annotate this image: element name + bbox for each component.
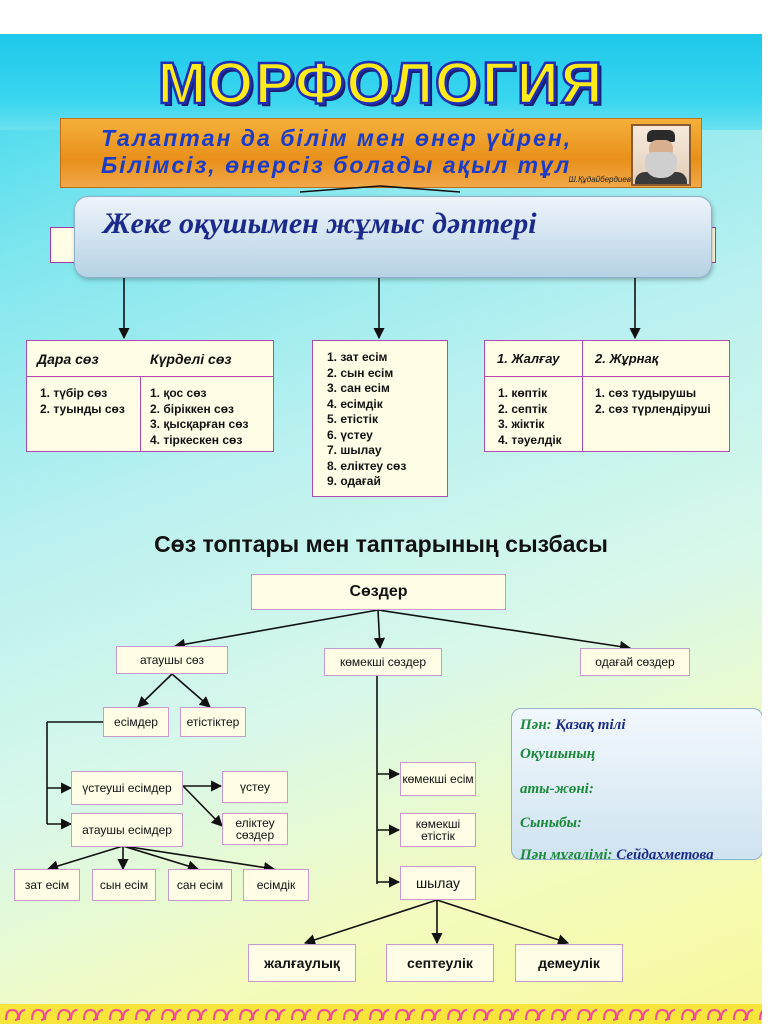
ornament-motif [603,1008,624,1021]
ending-list: 1. көптік 2. септік 3. жіктік 4. тәуелді… [498,386,562,447]
ornament-motif [395,1008,416,1021]
node-pronoun: есімдік [243,869,309,901]
arrow-to-numeral [122,845,200,872]
node-nominals: есімдер [103,707,169,737]
suffix-header: 2. Жұрнақ [595,351,659,366]
ornament-motif [525,1008,546,1021]
ornament-motif [551,1008,572,1021]
arrow-to-pronoun [122,845,276,874]
ornament-motif [655,1008,676,1021]
node-onomatopoeia: еліктеу сөздер [222,813,288,845]
ornament-motif [57,1008,78,1021]
ornament-motif [421,1008,442,1021]
ornament-motif [83,1008,104,1021]
ornament-motif [629,1008,650,1021]
node-particle-intensifier: демеулік [515,944,623,982]
ornament-motif [681,1008,702,1021]
word-structure-box: Дара сөз Күрделі сөз 1. түбір сөз 2. туы… [26,340,274,452]
ornament-motif [759,1010,762,1021]
workbook-title: Жеке оқушымен жұмыс дәптері [103,207,537,240]
ornament-motif [5,1008,26,1021]
arrow-to-interjection-words [377,609,632,653]
ornament-motif [291,1008,312,1021]
complex-word-list: 1. қос сөз 2. біріккен сөз 3. қысқарған … [150,386,249,447]
student-label: Оқушының [520,746,596,762]
arrow-to-naming-words [173,609,379,650]
ornament-motif [707,1008,728,1021]
ornament-motif [369,1008,390,1021]
node-naming-nominals: атаушы есімдер [71,813,183,847]
ornament-motif [213,1008,234,1021]
ornament-motif [499,1008,520,1021]
heading-link-right [379,185,461,193]
node-postposition: септеулік [386,944,494,982]
node-noun: зат есім [14,869,80,901]
affixes-box: 1. Жалғау 2. Жұрнақ 1. көптік 2. септік … [484,340,730,452]
heading-link-left [299,185,381,193]
parts-of-speech-list: 1. зат есім 2. сын есім 3. сан есім 4. е… [327,350,407,488]
node-conjunction: жалғаулық [248,944,356,982]
node-naming-words: атаушы сөз [116,646,228,674]
page-title: МОРФОЛОГИЯ [156,50,605,118]
ornament-border [0,1004,762,1024]
proverb-line-1: Талаптан да білім мен өнер үйрен, [101,125,573,151]
suffix-list: 1. сөз тудырушы 2. сөз түрлендіруші [595,386,711,416]
connector-lines [46,185,641,946]
arrow-to-verbs [171,673,211,708]
node-verbs: етістіктер [180,707,246,737]
ornament-motif [447,1008,468,1021]
teacher-row: Пән мұғалімі: Сейдахметова [520,847,714,860]
ornament-motif [135,1008,156,1021]
simple-word-header: Дара сөз [37,351,99,367]
diagram-title: Сөз топтары мен таптарының сызбасы [154,531,608,557]
proverb-author: Ш.Құдайбердиев [568,175,631,184]
ending-header: 1. Жалғау [497,351,560,366]
complex-word-header: Күрделі сөз [150,351,232,367]
simple-word-list: 1. түбір сөз 2. туынды сөз [40,386,125,416]
ornament-motif [473,1008,494,1021]
class-label: Сыныбы: [520,815,583,831]
proverb-line-2: Білімсіз, өнерсіз болады ақыл тұл [101,152,572,178]
ornament-motif [317,1008,338,1021]
node-adverb: үстеу [222,771,288,803]
parts-of-speech-box: 1. зат есім 2. сын есім 3. сан есім 4. е… [312,340,448,497]
node-auxiliary-words: көмекші сөздер [324,648,442,676]
ornament-motif [31,1008,52,1021]
node-adjective: сын есім [92,869,156,901]
proverb-banner: Талаптан да білім мен өнер үйрен, Білімс… [60,118,702,188]
node-words: Сөздер [251,574,506,610]
node-numeral: сан есім [168,869,232,901]
arrow-to-nominals [137,673,173,708]
node-interjection-words: одағай сөздер [580,648,690,676]
arrow-to-particle-intensifier [436,899,570,946]
ornament-motif [187,1008,208,1021]
name-label: аты-жөні: [520,781,594,797]
arrow-to-onomatopoeia [182,785,223,827]
workbook-title-overlay: Жеке оқушымен жұмыс дәптері [74,196,712,278]
ornament-motif [733,1008,754,1021]
ornament-motif [109,1008,130,1021]
arrow-to-auxiliary-words [373,609,386,650]
poster: МОРФОЛОГИЯ Талаптан да білім мен өнер үй… [0,34,762,1024]
ornament-motif [343,1008,364,1021]
ornament-motif [265,1008,286,1021]
node-adverbial-nominals: үстеуші есімдер [71,771,183,805]
arrow-to-conjunction [303,899,438,946]
ornament-motif [239,1008,260,1021]
ornament-motif [161,1008,182,1021]
node-particle: шылау [400,866,476,900]
student-info-card: Пән: Қазақ тілі Оқушының аты-жөні: Сыныб… [511,708,762,860]
subject-row: Пән: Қазақ тілі [520,717,626,733]
ornament-motif [577,1008,598,1021]
node-auxiliary-noun: көмекші есім [400,762,476,796]
node-auxiliary-verb: көмекші етістік [400,813,476,847]
arrow-to-noun [46,845,124,872]
author-portrait [631,124,691,186]
top-band [0,34,762,130]
